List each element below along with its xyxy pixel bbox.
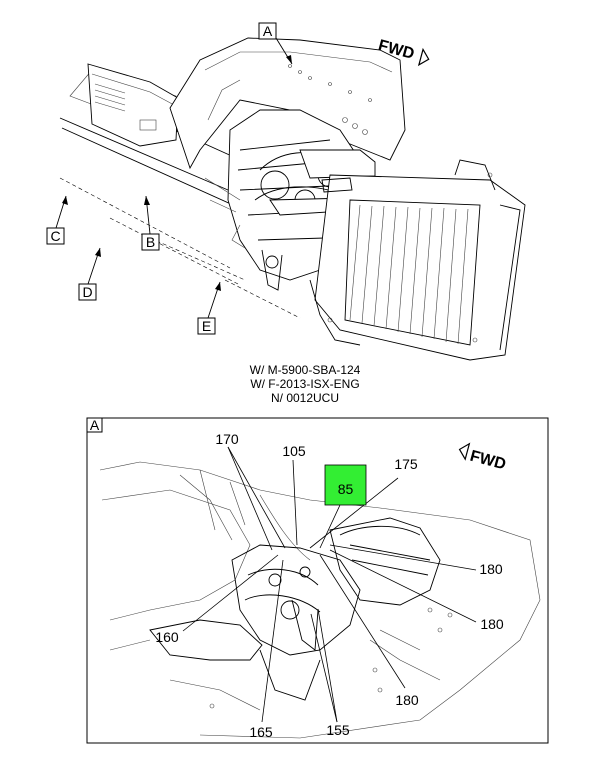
callout-180-middle[interactable]: 180 xyxy=(480,616,504,632)
svg-text:A: A xyxy=(90,417,100,433)
top-view-label-c: C xyxy=(46,195,68,245)
svg-text:C: C xyxy=(50,228,60,244)
engine-detail-illustration xyxy=(99,461,541,739)
svg-text:E: E xyxy=(202,318,211,334)
callout-170[interactable]: 170 xyxy=(215,431,239,447)
callout-175[interactable]: 175 xyxy=(394,456,418,472)
detail-view-frame xyxy=(86,417,549,744)
detail-view-label: A xyxy=(86,417,103,433)
note-line-1: W/ M-5900-SBA-124 xyxy=(249,363,361,377)
callout-105[interactable]: 105 xyxy=(282,443,306,459)
callout-85[interactable]: 85 xyxy=(338,481,354,497)
svg-text:B: B xyxy=(146,234,155,250)
fwd-arrow-detail: FWD xyxy=(458,442,508,474)
callout-180-bottom[interactable]: 180 xyxy=(395,692,419,708)
callout-160[interactable]: 160 xyxy=(155,629,179,645)
callout-leaders xyxy=(182,446,477,723)
svg-text:D: D xyxy=(82,284,92,300)
callout-165[interactable]: 165 xyxy=(249,724,273,740)
note-line-2: W/ F-2013-ISX-ENG xyxy=(250,377,360,391)
fwd-label-detail: FWD xyxy=(468,448,508,474)
chassis-overview-illustration xyxy=(59,37,526,361)
top-view-label-b: B xyxy=(141,195,160,251)
note-line-3: N/ 0012UCU xyxy=(270,391,340,405)
highlighted-part-box[interactable] xyxy=(324,464,367,506)
top-view-label-a: A xyxy=(258,22,293,65)
callout-155[interactable]: 155 xyxy=(326,722,350,738)
top-view-label-d: D xyxy=(78,247,101,301)
callout-180-top[interactable]: 180 xyxy=(479,561,503,577)
top-view-label-e: E xyxy=(197,281,221,335)
svg-text:A: A xyxy=(263,23,273,39)
